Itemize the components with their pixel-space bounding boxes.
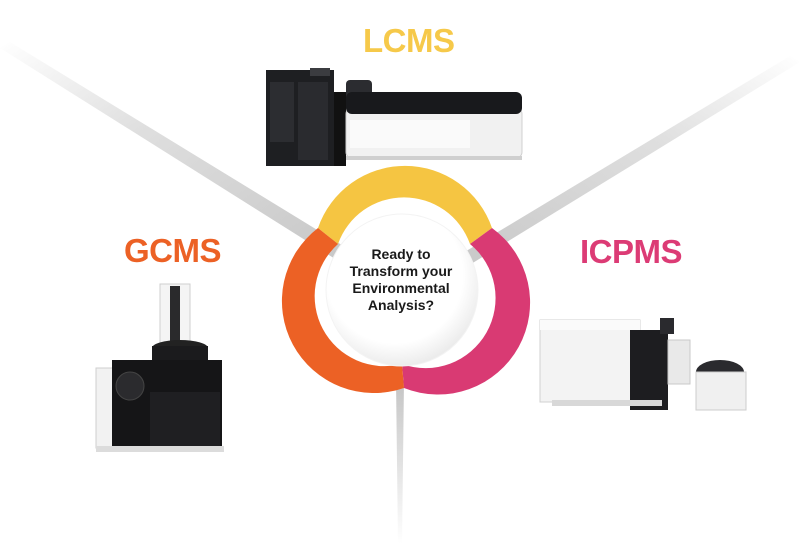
ring-segment-pink [402, 228, 531, 395]
center-circle [325, 213, 479, 367]
center-line-2: Transform your [349, 263, 453, 279]
ring-segment-orange [281, 228, 404, 394]
gcms-label: GCMS [124, 232, 222, 269]
center-ring [281, 165, 531, 395]
ray-right [448, 56, 800, 272]
lcms-label: LCMS [363, 22, 455, 59]
center-heading: Ready to Transform your Environmental An… [336, 246, 466, 314]
ray-bottom [396, 380, 404, 544]
ring-segment-yellow [318, 165, 492, 244]
icpms-instrument-image [539, 318, 747, 411]
lcms-instrument-image [266, 68, 523, 166]
icpms-label: ICPMS [580, 233, 683, 270]
center-line-1: Ready to [371, 246, 431, 262]
center-line-4: Analysis? [367, 297, 435, 313]
center-line-3: Environmental [352, 280, 450, 296]
gcms-instrument-image [95, 283, 224, 452]
ray-left [0, 42, 350, 262]
